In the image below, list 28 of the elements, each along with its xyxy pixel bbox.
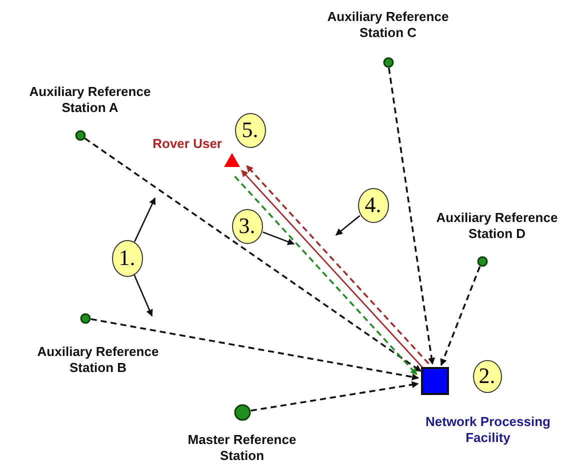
callout-number: 2. xyxy=(472,360,502,392)
station-dot xyxy=(80,312,90,324)
arrow xyxy=(90,318,419,380)
station-label: Auxiliary Reference Station A xyxy=(28,84,152,116)
leader-line xyxy=(262,231,295,246)
arrow xyxy=(250,381,419,412)
station-label: Auxiliary Reference Station D xyxy=(435,210,559,242)
station-label: Rover User xyxy=(152,136,222,152)
leader-line xyxy=(134,197,156,242)
station-dot xyxy=(476,256,488,266)
station-dot xyxy=(74,130,86,140)
station-label: Master Reference Station xyxy=(186,432,298,464)
callout-number: 3. xyxy=(232,208,262,244)
callout-number: 1. xyxy=(112,240,142,276)
callout-number: 4. xyxy=(358,188,388,222)
arrow xyxy=(84,138,422,372)
station-label: Auxiliary Reference Station C xyxy=(326,9,450,41)
arrow xyxy=(388,68,436,365)
station-dot xyxy=(234,404,250,420)
station-dot xyxy=(382,56,394,68)
leader-line xyxy=(335,215,360,236)
facility-square xyxy=(421,367,449,395)
rover-triangle xyxy=(224,153,240,167)
station-label: Auxiliary Reference Station B xyxy=(36,344,160,376)
station-label: Network Processing Facility xyxy=(424,414,552,446)
callout-number: 5. xyxy=(234,112,266,148)
leader-line xyxy=(133,274,153,317)
arrow xyxy=(440,266,481,366)
